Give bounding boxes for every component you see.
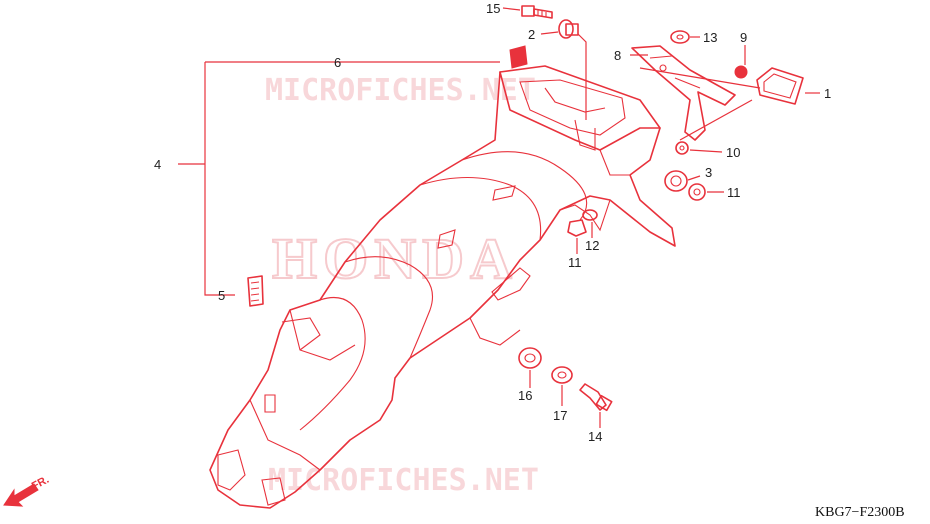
collar-17 — [551, 366, 573, 384]
bolt-14 — [579, 383, 613, 412]
bolt-15 — [521, 5, 553, 19]
watermark-top: MICROFICHES.NET — [265, 73, 536, 108]
grommet-6 — [509, 45, 528, 69]
watermark-bottom: MICROFICHES.NET — [268, 463, 539, 498]
nut-10 — [675, 141, 689, 155]
callout-17: 17 — [553, 408, 567, 423]
callout-14: 14 — [588, 429, 602, 444]
grommet-16 — [518, 347, 542, 369]
callouts: 15 2 6 4 5 8 13 9 1 10 3 11 12 11 16 17 … — [154, 1, 831, 444]
grommet-3 — [664, 170, 688, 192]
reflector-5 — [247, 275, 264, 307]
collar-2 — [558, 19, 579, 39]
washer-12 — [582, 209, 598, 221]
callout-5: 5 — [218, 288, 225, 303]
callout-11-right: 11 — [727, 185, 741, 200]
front-direction-indicator: FR. — [3, 474, 51, 507]
callout-13: 13 — [703, 30, 717, 45]
diagram-code: KBG7−F2300B — [815, 505, 905, 520]
callout-1: 1 — [824, 86, 831, 101]
callout-6: 6 — [334, 55, 341, 70]
callout-3: 3 — [705, 165, 712, 180]
license-bracket-8 — [631, 45, 736, 141]
callout-10: 10 — [726, 145, 740, 160]
watermark-brand: HONDA — [272, 226, 518, 291]
callout-2: 2 — [528, 27, 535, 42]
washer-13 — [670, 30, 690, 44]
callout-9: 9 — [740, 30, 747, 45]
callout-12: 12 — [585, 238, 599, 253]
nut-11-mid — [567, 219, 587, 237]
rear-fender — [209, 65, 676, 509]
direction-label: FR. — [30, 474, 51, 493]
callout-4: 4 — [154, 157, 161, 172]
nut-9 — [734, 65, 748, 79]
callout-11-mid: 11 — [568, 255, 582, 270]
front-arrow-icon — [3, 483, 39, 507]
callout-16: 16 — [518, 388, 532, 403]
callout-8: 8 — [614, 48, 621, 63]
leader-lines — [178, 7, 820, 428]
nut-11-right — [688, 183, 706, 201]
reflector-1 — [756, 67, 804, 105]
callout-15: 15 — [486, 1, 500, 16]
